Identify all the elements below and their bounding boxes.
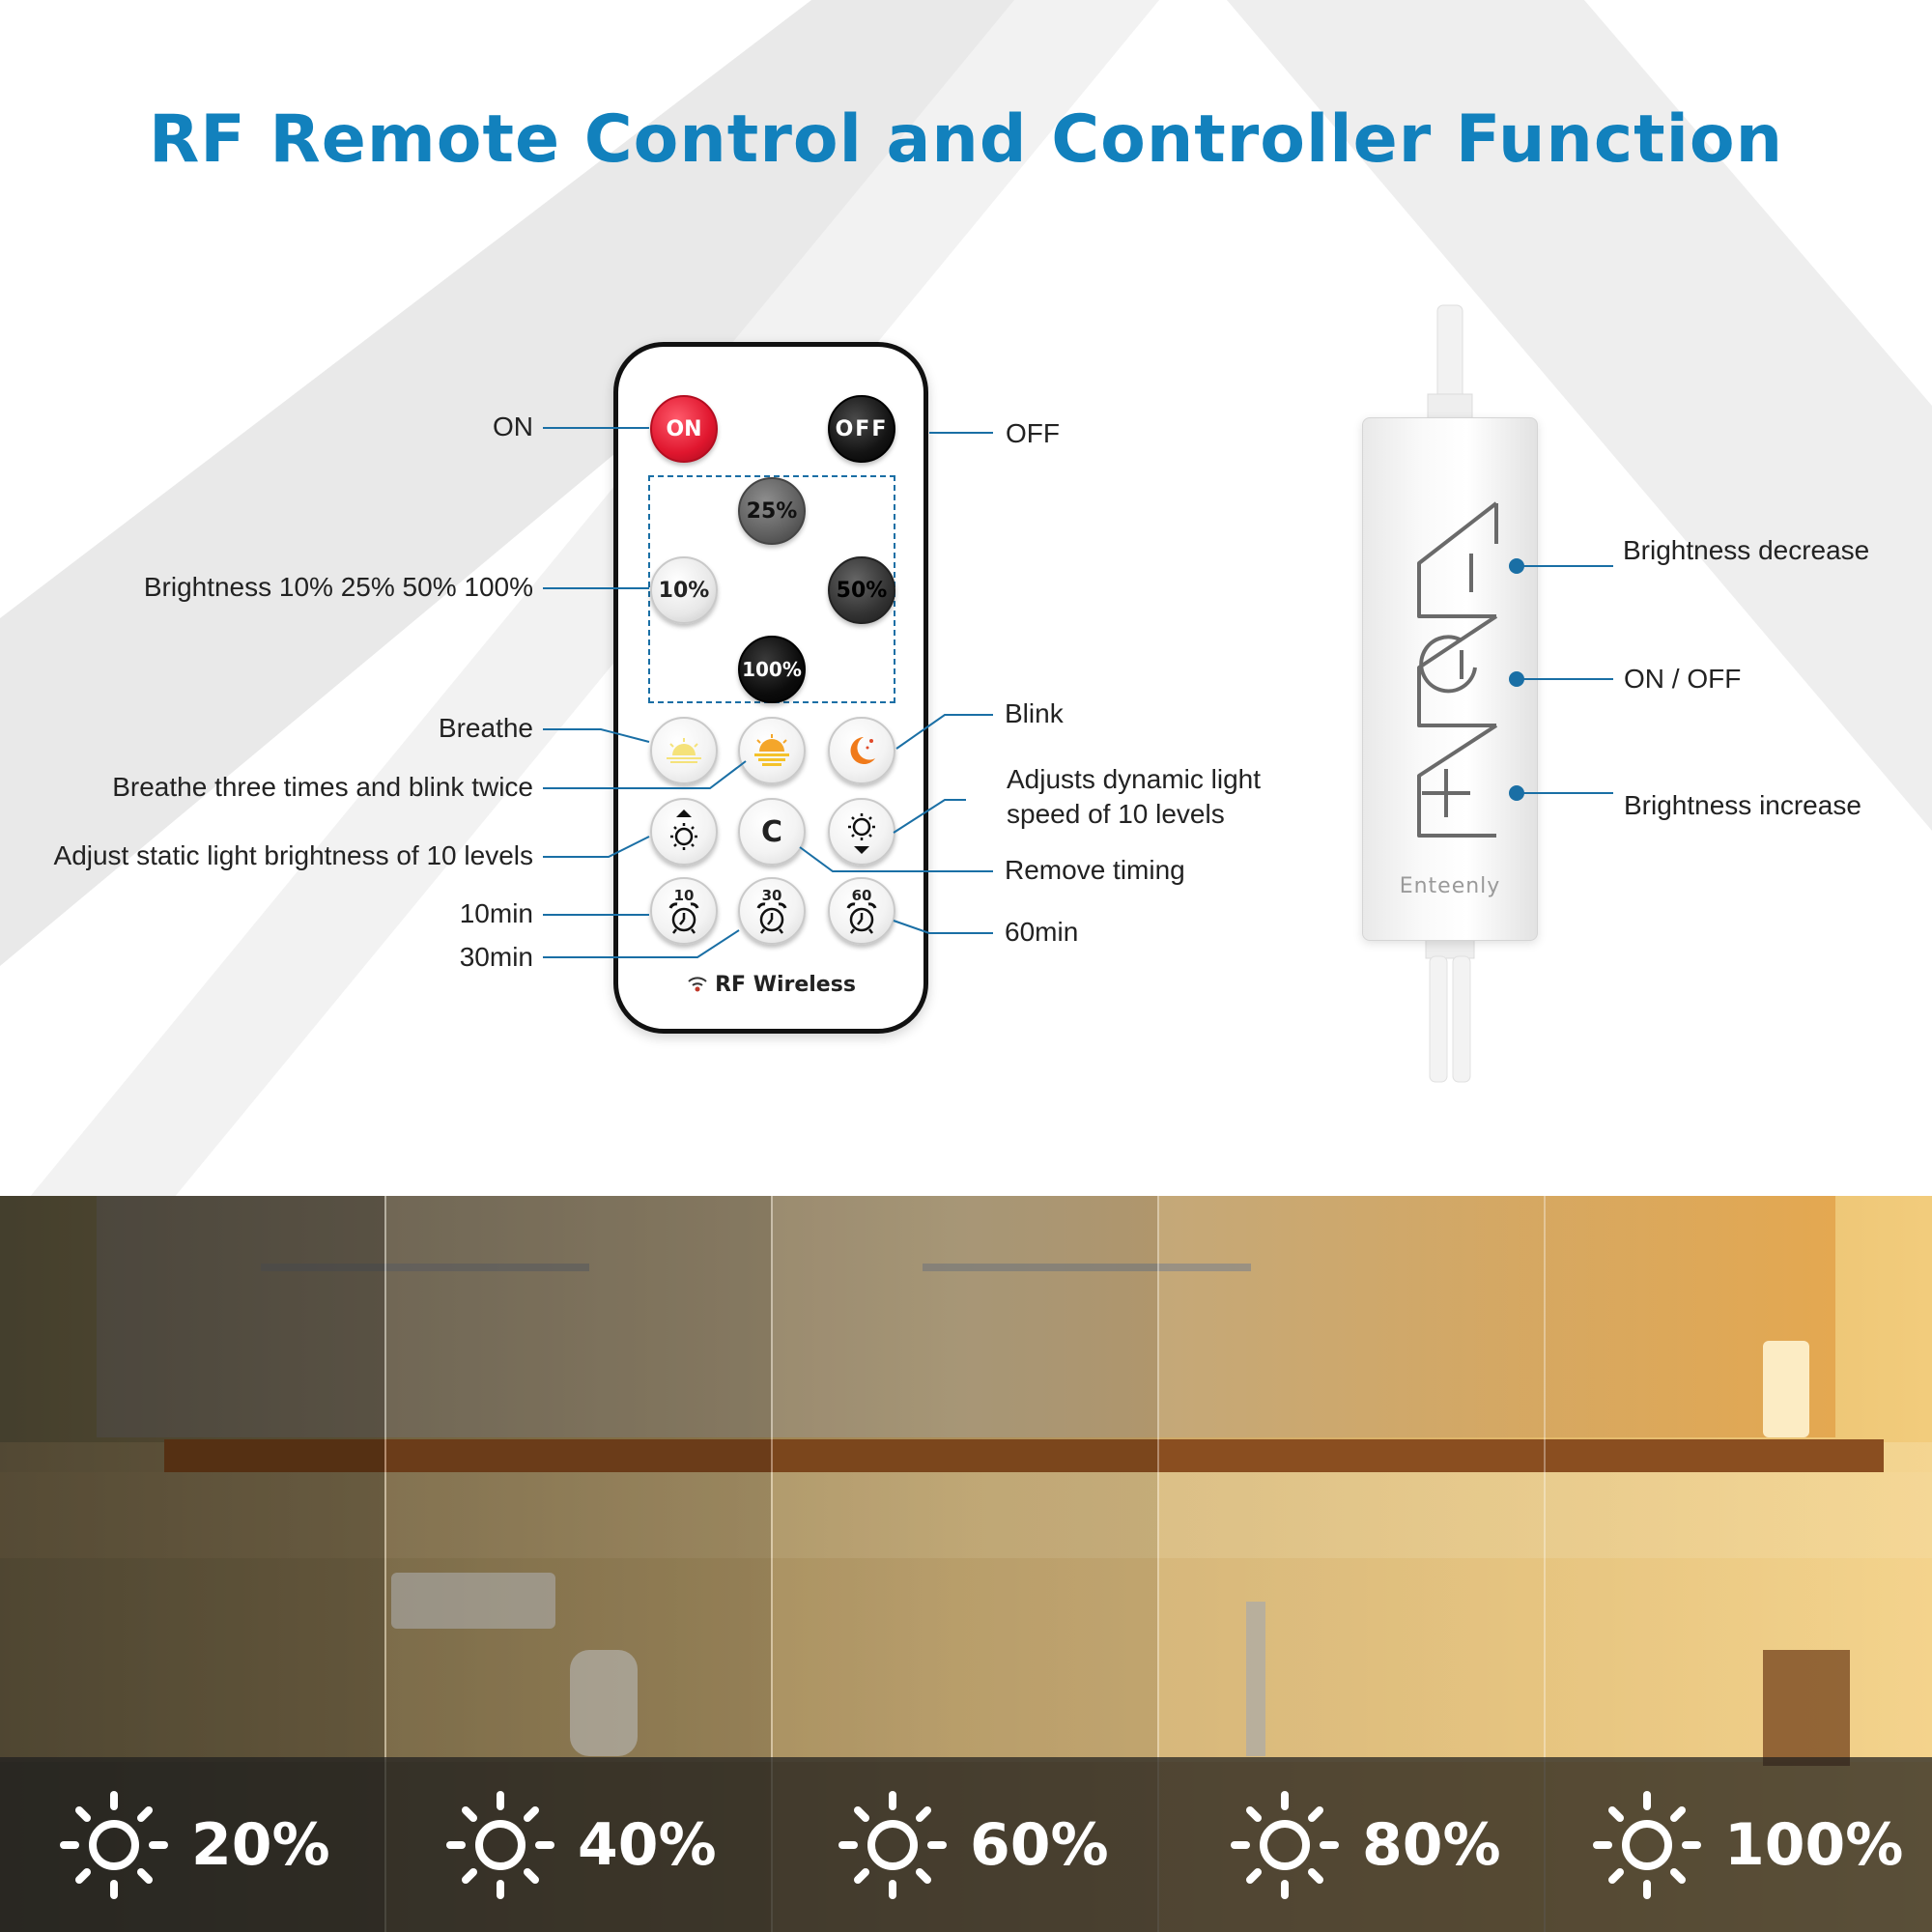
brightness-50-button[interactable]: 50% [828,556,895,624]
sunrise-icon [667,738,701,763]
controller-button-panel [1417,501,1498,838]
level-item: 40% [442,1757,717,1932]
level-value: 60% [970,1810,1109,1879]
label-off: OFF [1006,418,1060,448]
leader-lines [543,427,1613,958]
label-controller-onoff: ON / OFF [1624,664,1742,694]
label-brightness-decrease: Brightness decrease [1623,535,1870,565]
timer-30-number: 30 [761,887,782,904]
on-button[interactable]: ON [650,395,718,463]
off-button[interactable]: OFF [828,395,895,463]
level-item: 20% [56,1757,330,1932]
brightness-25-label: 25% [746,498,798,524]
blink-button[interactable] [828,717,895,784]
label-dynamic-line1: Adjusts dynamic light [1007,764,1262,794]
timer-10-button[interactable]: 10 [650,877,718,945]
timer-60-number: 60 [851,887,872,904]
alarm-clock-icon [756,902,787,934]
sun-icon [838,1790,947,1899]
sun-icon [60,1790,168,1899]
level-item: 60% [835,1757,1109,1932]
timer-60-button[interactable]: 60 [828,877,895,945]
label-breathe: Breathe [438,713,533,743]
level-item: 80% [1227,1757,1501,1932]
alarm-clock-icon [846,902,877,934]
level-value: 100% [1724,1810,1904,1879]
label-10min: 10min [459,898,533,928]
label-dynamic-line2: speed of 10 levels [1007,799,1225,829]
level-value: 20% [191,1810,330,1879]
on-button-label: ON [666,416,702,441]
static-brightness-button[interactable] [650,798,718,866]
brightness-levels-photo: 20% 40% 60% 80% [0,1196,1932,1932]
moon-icon [850,737,875,764]
label-brightness-increase: Brightness increase [1624,790,1861,820]
alarm-clock-icon [668,902,699,934]
label-60min: 60min [1005,917,1079,947]
level-item: 100% [1589,1757,1903,1932]
label-on: ON [493,412,533,441]
c-button-label: C [760,814,783,849]
rf-wireless-label: RF Wireless [618,973,923,997]
panel-divider [384,1196,386,1932]
sunset-icon [754,734,789,766]
brightness-25-button[interactable]: 25% [738,477,806,545]
sun-icon [1231,1790,1339,1899]
rf-remote: ON OFF 25% 10% 50% 100% [613,342,928,1034]
rf-wireless-text: RF Wireless [715,973,856,997]
label-brightness: Brightness 10% 25% 50% 100% [143,572,533,602]
brightness-10-button[interactable]: 10% [650,556,718,624]
level-value: 40% [578,1810,717,1879]
panel-divider [1544,1196,1546,1932]
off-button-label: OFF [835,416,889,441]
brightness-100-button[interactable]: 100% [738,636,806,703]
sun-icon [446,1790,554,1899]
timer-30-button[interactable]: 30 [738,877,806,945]
label-breathe-blink: Breathe three times and blink twice [112,772,533,802]
remove-timing-button[interactable]: C [738,798,806,866]
brightness-100-label: 100% [742,658,802,681]
breathe-button[interactable] [650,717,718,784]
label-remove-timing: Remove timing [1005,855,1185,885]
timer-10-number: 10 [673,887,695,904]
label-30min: 30min [459,942,533,972]
brand-logo: Enteenly [1399,874,1501,898]
sun-icon [1593,1790,1701,1899]
brightness-50-label: 50% [836,578,888,603]
page-title: RF Remote Control and Controller Functio… [148,101,1784,178]
label-blink: Blink [1005,698,1064,728]
panel-divider [771,1196,773,1932]
label-adjust-static: Adjust static light brightness of 10 lev… [53,840,533,870]
level-value: 80% [1362,1810,1501,1879]
sun-up-icon [670,810,697,850]
brightness-10-label: 10% [658,578,710,603]
breathe-blink-button[interactable] [738,717,806,784]
sun-down-icon [848,813,875,854]
inline-controller: Enteenly [1362,417,1538,941]
panel-divider [1157,1196,1159,1932]
background-bands [0,0,1932,1198]
wireless-icon [688,977,707,992]
